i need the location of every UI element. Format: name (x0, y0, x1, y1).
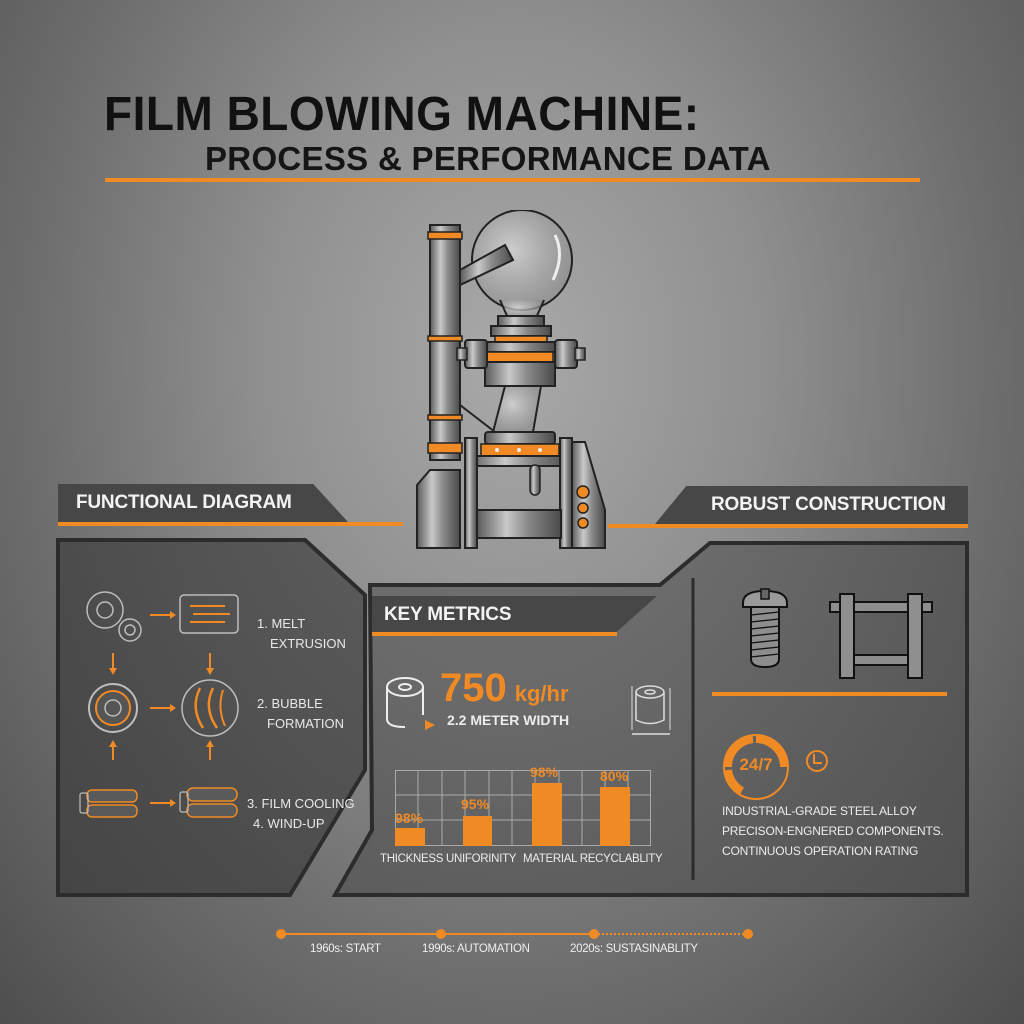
timeline-label-1960s: 1960s: START (310, 943, 381, 955)
step-cooling-windup: 3. FILM COOLING 4. WIND-UP (247, 796, 355, 831)
steel-frame-icon (829, 593, 933, 679)
bar-recyclability-2 (600, 787, 630, 846)
functional-diagram-rule (58, 522, 403, 526)
bar-thickness-2 (463, 816, 492, 846)
construction-features: INDUSTRIAL-GRADE STEEL ALLOY PRECISON-EN… (722, 801, 944, 861)
timeline-dotted-line (593, 933, 748, 935)
key-metrics-header: KEY METRICS (372, 596, 657, 634)
functional-diagram-title: FUNCTIONAL DIAGRAM (76, 492, 292, 513)
film-roll-icon (386, 677, 435, 730)
history-timeline: 1960s: START 1990s: AUTOMATION 2020s: SU… (276, 929, 753, 955)
uptime-badge: 24/7 (722, 733, 790, 801)
arrow-right-icon (150, 611, 176, 619)
bar-recyclability-1 (532, 783, 562, 846)
uptime-gauge-icon (723, 734, 789, 800)
robust-construction-title: ROBUST CONSTRUCTION (711, 494, 946, 515)
feature-steel-alloy: INDUSTRIAL-GRADE STEEL ALLOY (722, 804, 917, 818)
film-width-label: 2.2 METER WIDTH (447, 712, 570, 728)
clock-icon (806, 750, 828, 772)
performance-bar-chart: 98% 95% 98% 80% (395, 764, 651, 846)
nip-rollers-icon (79, 789, 138, 818)
bar-label-3: 98% (530, 764, 559, 780)
throughput-unit: kg/hr (514, 681, 569, 706)
timeline-label-2020s: 2020s: SUSTASINABLITY (570, 943, 698, 955)
timeline-dot-2020s (589, 929, 599, 939)
timeline-label-1990s: 1990s: AUTOMATION (422, 943, 530, 955)
page-title: FILM BLOWING MACHINE: (104, 85, 700, 141)
bar-label-2: 95% (461, 796, 490, 812)
timeline-dot-1960s (276, 929, 286, 939)
chart-caption-thickness: THICKNESS UNIFORINITY (380, 853, 517, 865)
screw-icon (742, 588, 788, 669)
gears-icon (86, 591, 142, 642)
timeline-dot-future (743, 929, 753, 939)
wind-up-rollers-icon (179, 787, 238, 818)
bar-label-1: 98% (395, 810, 424, 826)
bubble-icon (181, 679, 239, 737)
throughput-metric: 750 kg/hr (440, 666, 569, 711)
page-subtitle: PROCESS & PERFORMANCE DATA (205, 140, 771, 177)
key-metrics-rule (372, 632, 617, 636)
die-head-icon (88, 683, 138, 733)
functional-diagram-header: FUNCTIONAL DIAGRAM (58, 484, 348, 522)
title-divider (105, 178, 920, 182)
film-roll-width-icon (631, 685, 671, 735)
feature-continuous-operation: CONTINUOUS OPERATION RATING (722, 844, 919, 858)
bar-label-4: 80% (600, 768, 629, 784)
chart-caption-recyclability: MATERIAL RECYCLABLITY (523, 853, 663, 865)
extruder-screen-icon (179, 594, 239, 634)
step-melt-extrusion: 1. MELT EXTRUSION (257, 616, 346, 651)
robust-construction-header: ROBUST CONSTRUCTION (655, 486, 968, 524)
film-blowing-machine-illustration (416, 210, 606, 549)
construction-divider (712, 692, 947, 696)
uptime-badge-text: 24/7 (739, 755, 773, 774)
step-bubble-formation: 2. BUBBLE FORMATION (257, 696, 345, 731)
key-metrics-title: KEY METRICS (384, 604, 512, 625)
bar-thickness-1 (395, 828, 425, 846)
process-flow-diagram (79, 591, 239, 818)
throughput-value: 750 (440, 666, 507, 710)
robust-construction-rule (608, 524, 968, 528)
feature-precision-components: PRECISON-ENGNERED COMPONENTS. (722, 824, 944, 838)
timeline-dot-1990s (436, 929, 446, 939)
